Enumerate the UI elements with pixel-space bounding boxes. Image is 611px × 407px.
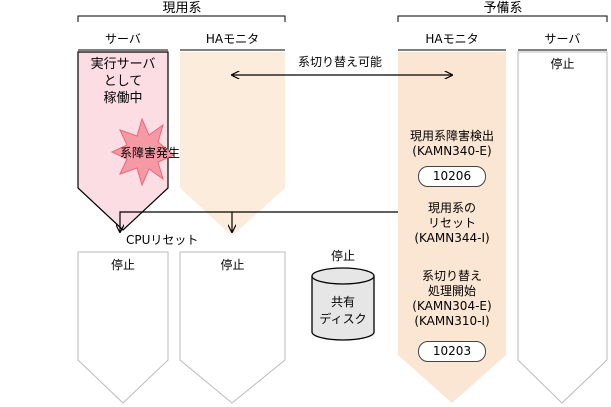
switch-code-badge: 10203 [418, 341, 486, 362]
reset-message-line: リセット [427, 216, 476, 230]
standby-server-chevron [517, 51, 608, 404]
switch-message-line: 系切り替え [421, 269, 482, 283]
active-server-chevron [77, 51, 169, 231]
shared-disk-label-line: ディスク [319, 312, 367, 326]
active-server-state-line: 稼働中 [103, 91, 143, 106]
switch-message-line: (KAMN304-E) [412, 299, 492, 313]
active-monitor-chevron [180, 52, 285, 236]
standby-monitor-chevron [398, 52, 506, 403]
standby-server-header: サーバ [544, 32, 581, 46]
switch-message-line: 処理開始 [427, 284, 476, 298]
active-monitor-header: HAモニタ [205, 32, 260, 46]
stopped-monitor-state: 停止 [220, 258, 245, 272]
failure-burst-label: 系障害発生 [119, 146, 180, 160]
standby-group-label: 予備系 [483, 1, 523, 16]
reset-message-line: 現用系の [427, 201, 476, 215]
detect-message-line: 現用系障害検出 [409, 129, 494, 143]
active-group-label: 現用系 [162, 1, 202, 16]
stopped-monitor-chevron [179, 251, 286, 404]
stopped-server-chevron [77, 251, 169, 404]
shared-disk-label: 共有 ディスク [310, 294, 376, 328]
active-server-state-line: 実行サーバ [90, 57, 156, 72]
standby-server-state: 停止 [550, 57, 575, 71]
shared-disk-state: 停止 [330, 249, 355, 263]
failure-burst-star [110, 117, 175, 187]
active-server-state-line: として [103, 74, 143, 89]
detect-message: 現用系障害検出 (KAMN340-E) [398, 129, 506, 159]
stopped-server-state: 停止 [110, 258, 135, 272]
switch-message: 系切り替え 処理開始 (KAMN304-E) (KAMN310-I) [398, 269, 506, 329]
reset-arrow-main [120, 211, 398, 232]
active-group-bracket [77, 15, 286, 22]
switch-message-line: (KAMN310-I) [414, 314, 490, 328]
standby-group-bracket [397, 15, 608, 22]
cpu-reset-label: CPUリセット [126, 233, 199, 247]
detect-code-badge: 10206 [418, 166, 486, 187]
shared-disk-top [311, 267, 375, 285]
active-server-header: サーバ [105, 32, 141, 46]
standby-monitor-header: HAモニタ [425, 32, 479, 46]
switchable-label: 系切り替え可能 [297, 55, 382, 69]
detect-message-line: (KAMN340-E) [412, 144, 492, 158]
reset-message-line: (KAMN344-I) [414, 231, 490, 245]
active-server-state: 実行サーバ として 稼働中 [78, 56, 168, 107]
reset-message: 現用系の リセット (KAMN344-I) [398, 201, 506, 246]
shared-disk-body [311, 276, 375, 341]
shared-disk-label-line: 共有 [330, 295, 355, 309]
